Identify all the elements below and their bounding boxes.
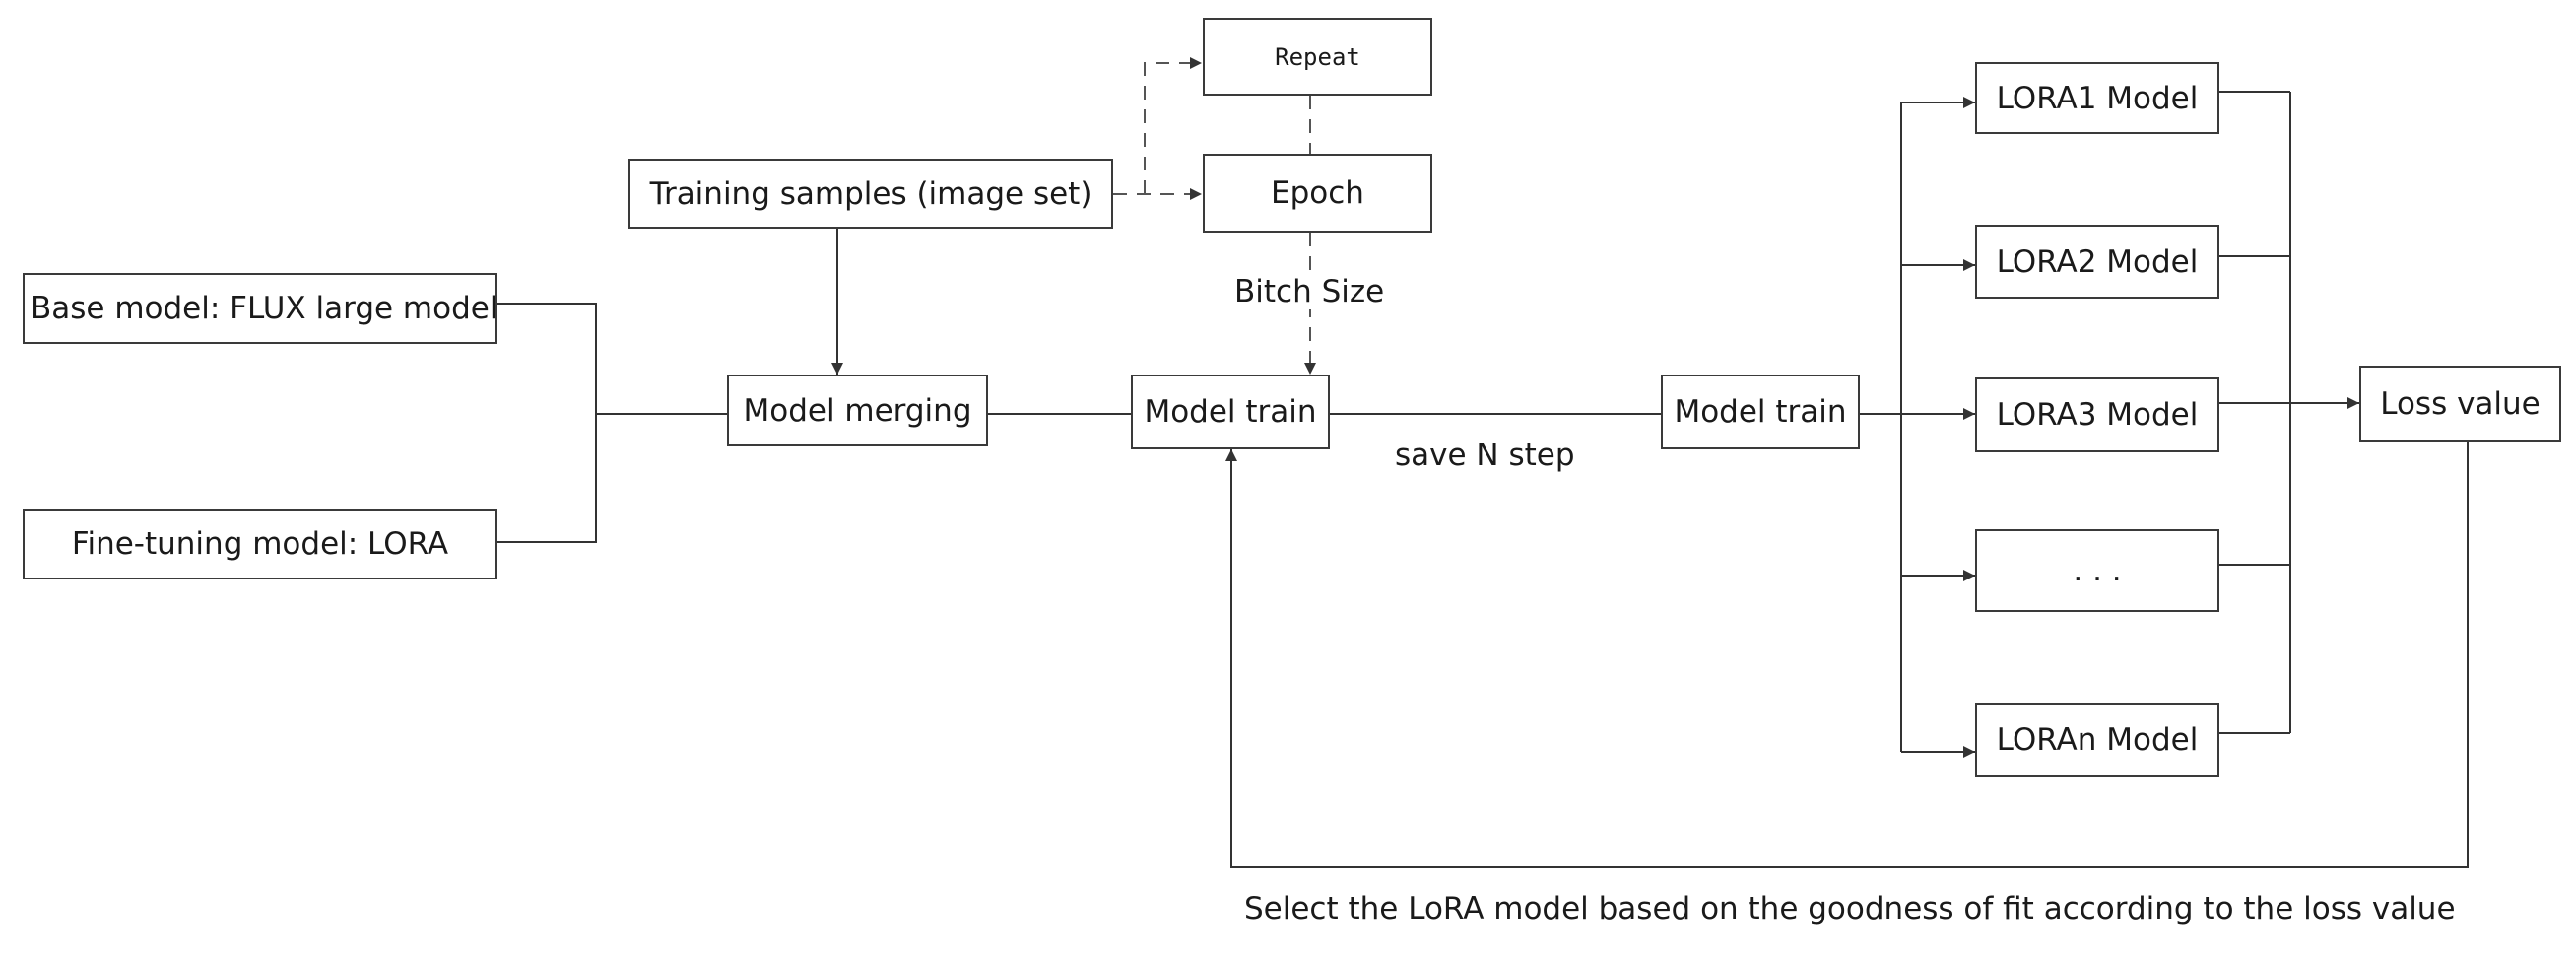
lora-dots-label: . . .: [2073, 553, 2122, 588]
loran-node: LORAn Model: [1975, 703, 2219, 777]
lora1-label: LORA1 Model: [1996, 80, 2199, 116]
save-step-label: save N step: [1395, 438, 1575, 473]
dashed-to-repeat: [1144, 57, 1202, 194]
fine-tuning-label: Fine-tuning model: LORA: [71, 526, 449, 562]
lora3-node: LORA3 Model: [1975, 377, 2219, 452]
model-train-node: Model train: [1131, 375, 1330, 449]
lora1-node: LORA1 Model: [1975, 62, 2219, 134]
lora3-label: LORA3 Model: [1996, 397, 2199, 433]
connector-fine-tuning: [497, 414, 597, 543]
connector-base-model: [497, 303, 597, 414]
feedback-caption: Select the LoRA model based on the goodn…: [1244, 891, 2456, 926]
model-train-2-label: Model train: [1674, 394, 1847, 430]
epoch-node: Epoch: [1203, 154, 1432, 233]
lora2-node: LORA2 Model: [1975, 225, 2219, 299]
repeat-node: Repeat: [1203, 18, 1432, 96]
batch-size-label: Bitch Size: [1232, 274, 1387, 309]
base-model-label: Base model: FLUX large model: [31, 291, 498, 326]
lora-dots-node: . . .: [1975, 529, 2219, 612]
repeat-label: Repeat: [1275, 42, 1360, 71]
loran-label: LORAn Model: [1996, 721, 2199, 758]
training-samples-label: Training samples (image set): [649, 175, 1092, 212]
lora2-label: LORA2 Model: [1996, 243, 2199, 280]
loss-value-label: Loss value: [2380, 385, 2541, 422]
base-model-node: Base model: FLUX large model: [23, 273, 497, 344]
fine-tuning-node: Fine-tuning model: LORA: [23, 509, 497, 579]
model-train-label: Model train: [1144, 394, 1317, 430]
training-samples-node: Training samples (image set): [628, 159, 1113, 229]
epoch-label: Epoch: [1271, 175, 1364, 211]
loss-value-node: Loss value: [2359, 366, 2561, 442]
model-merging-node: Model merging: [727, 375, 988, 446]
model-merging-label: Model merging: [743, 392, 972, 429]
feedback-loop-connector: [1225, 442, 2469, 868]
model-train-2-node: Model train: [1661, 375, 1860, 449]
